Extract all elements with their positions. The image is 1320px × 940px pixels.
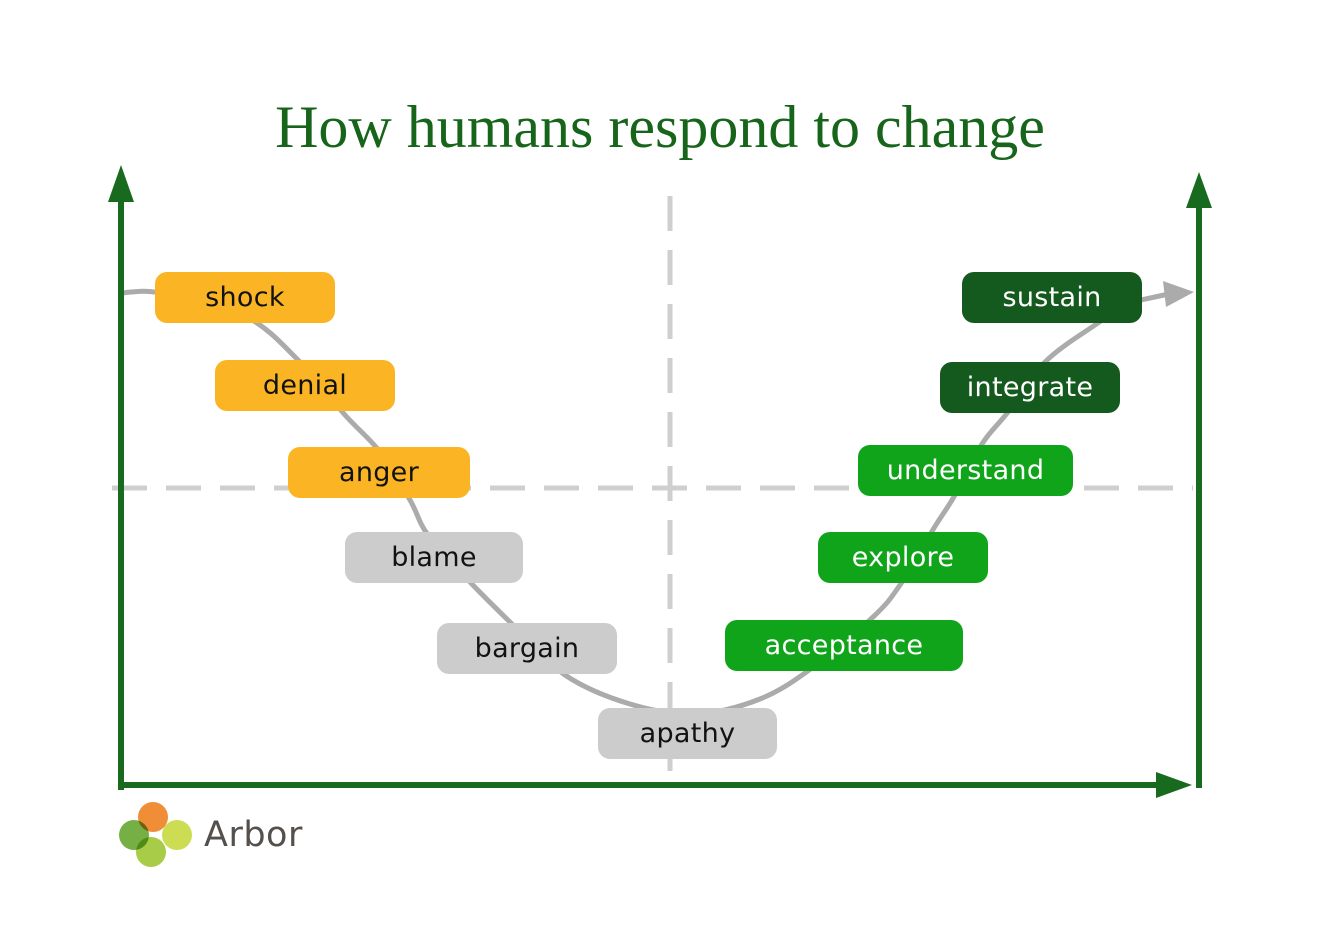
logo-circle-lightgreen-icon — [136, 837, 166, 867]
stage-integrate: integrate — [940, 362, 1120, 413]
page-title: How humans respond to change — [275, 94, 1045, 160]
curve-exit-arrow — [1138, 292, 1167, 303]
logo-circle-lime-icon — [162, 820, 192, 850]
y-axis-left-arrowhead-icon — [108, 165, 134, 202]
stage-apathy: apathy — [598, 708, 777, 759]
brand-name: Arbor — [204, 815, 303, 855]
stage-bargain: bargain — [437, 623, 617, 674]
x-axis-arrowhead-icon — [1156, 772, 1192, 798]
stage-denial: denial — [215, 360, 395, 411]
stage-explore: explore — [818, 532, 988, 583]
stage-blame: blame — [345, 532, 523, 583]
stage-acceptance: acceptance — [725, 620, 963, 671]
curve-arrowhead-icon — [1163, 281, 1194, 307]
y-axis-right-arrowhead-icon — [1186, 172, 1212, 208]
stage-shock: shock — [155, 272, 335, 323]
stage-sustain: sustain — [962, 272, 1142, 323]
change-curve — [118, 288, 1144, 717]
stage-anger: anger — [288, 447, 470, 498]
stage-understand: understand — [858, 445, 1073, 496]
